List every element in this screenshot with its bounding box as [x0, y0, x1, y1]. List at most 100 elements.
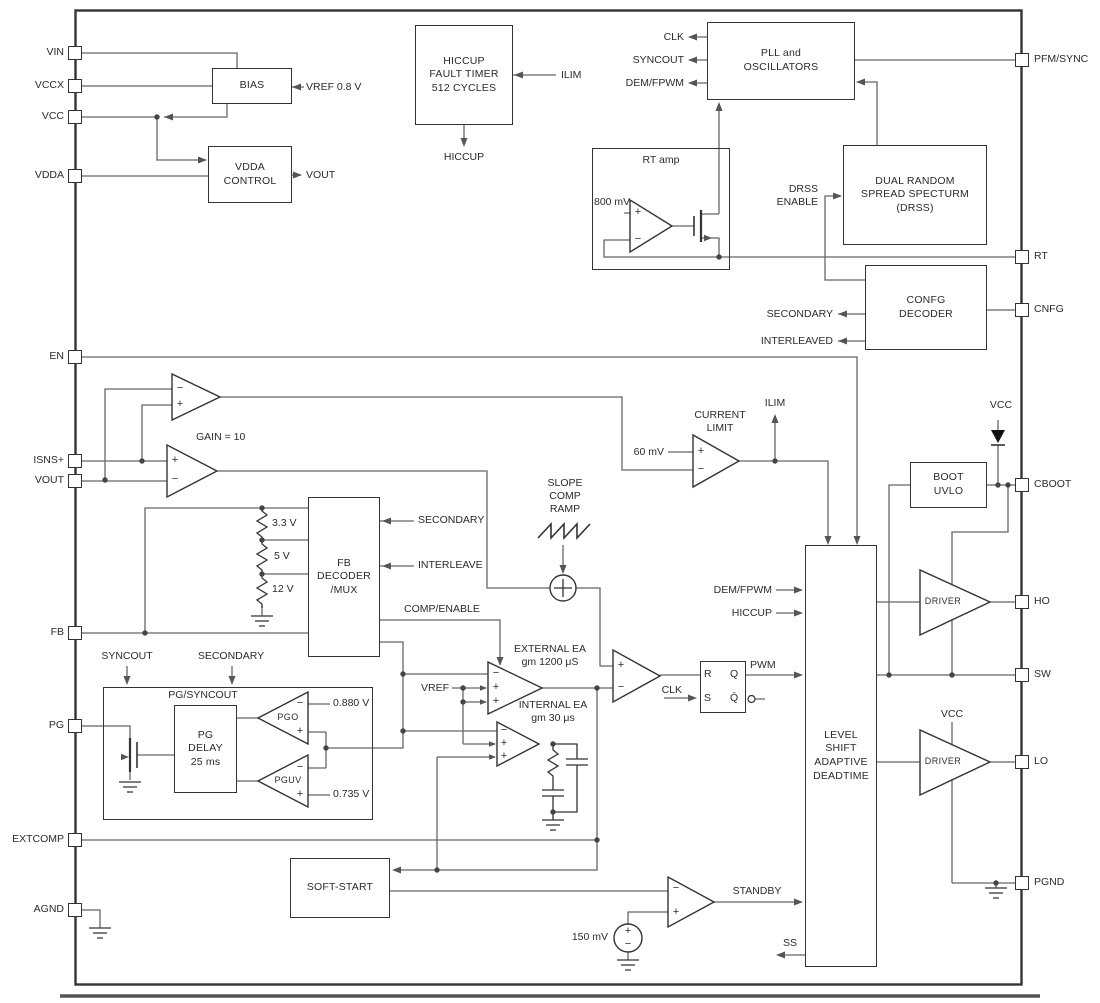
external-ea-amp: [487, 660, 544, 716]
plus-sign: +: [697, 445, 705, 457]
ss-label: SS: [782, 937, 797, 949]
plus-sign: +: [176, 398, 184, 410]
pin-sw: [1015, 668, 1029, 682]
pin-agnd: [68, 903, 82, 917]
drss-enable-label-2: ENABLE: [776, 196, 818, 208]
comp-enable-label: COMP/ENABLE: [404, 603, 480, 615]
mv60-label: 60 mV: [633, 446, 664, 458]
external-ea-label-2: gm 1200 μS: [521, 656, 579, 668]
v12-label: 12 V: [272, 583, 294, 595]
minus-sign: −: [634, 233, 642, 245]
comp-capacitor-parallel: [553, 743, 588, 813]
pin-pgnd: [1015, 876, 1029, 890]
slope-label-2: COMP: [549, 490, 581, 502]
v5-label: 5 V: [274, 550, 290, 562]
pin-label-vin: VIN: [46, 46, 64, 58]
ground-icon: [251, 615, 273, 627]
latch-r: R: [704, 668, 712, 680]
pin-label-vdda: VDDA: [34, 169, 64, 181]
ho-driver-triangle: [919, 568, 992, 637]
pin-label-extcomp: EXTCOMP: [12, 833, 64, 845]
ground-icon: [89, 927, 111, 939]
interleaved-out-label: INTERLEAVED: [760, 335, 833, 347]
resistor-3v3: [255, 508, 269, 540]
ground-icon: [119, 781, 141, 793]
external-ea-label-1: EXTERNAL EA: [514, 643, 586, 655]
vcc-lo-label: VCC: [940, 708, 964, 720]
sawtooth-icon: [537, 521, 591, 541]
passive-symbols: [89, 210, 1007, 971]
pin-vdda: [68, 169, 82, 183]
mv800-label: 800 mV: [594, 196, 631, 208]
bootstrap-diode-icon: [991, 430, 1005, 443]
pgo-label: PGO: [277, 712, 299, 722]
comp-resistor: [546, 744, 560, 782]
lo-driver-label: DRIVER: [924, 756, 962, 766]
clk-out-label: CLK: [663, 31, 684, 43]
hiccup-in-label: HICCUP: [731, 607, 772, 619]
standby-comparator: [667, 875, 716, 929]
pin-label-vcc: VCC: [41, 110, 64, 122]
bias-label: BIAS: [239, 79, 265, 92]
pin-label-fb: FB: [50, 626, 64, 638]
minus-sign: −: [500, 724, 508, 736]
drss-enable-label-1: DRSS: [788, 183, 818, 195]
pin-vccx: [68, 79, 82, 93]
pin-pg: [68, 719, 82, 733]
minus-sign: −: [171, 473, 179, 485]
v0735-label: 0.735 V: [333, 788, 370, 800]
plus-sign: +: [672, 906, 680, 918]
arrowheads: [121, 33, 865, 959]
pgo-comparator: [256, 690, 309, 746]
ho-driver-label: DRIVER: [924, 596, 962, 606]
dem-fpwm-in-label: DEM/FPWM: [713, 584, 772, 596]
resistor-12v: [255, 574, 269, 608]
rt-opamp: [629, 198, 674, 254]
latch-qbar: Q̄: [730, 692, 739, 704]
plus-sign: +: [634, 206, 642, 218]
pin-label-isns: ISNS+: [33, 454, 64, 466]
pin-label-pg: PG: [48, 719, 64, 731]
interleave-in-label: INTERLEAVE: [418, 559, 483, 571]
voltage-source-150mv: [613, 923, 643, 953]
minus-sign: −: [697, 463, 705, 475]
vcc-cboot-label: VCC: [989, 399, 1013, 411]
current-limit-label-1: CURRENT: [694, 409, 746, 421]
minus-sign: −: [176, 382, 184, 394]
current-limit-label-2: LIMIT: [706, 422, 734, 434]
vref-label: VREF: [420, 682, 449, 694]
resistor-5v: [255, 540, 269, 574]
lo-driver-triangle: [919, 728, 992, 797]
plus-sign: +: [624, 925, 632, 937]
hiccup-out-label: HICCUP: [443, 151, 485, 163]
pin-label-sw: SW: [1034, 668, 1051, 680]
v0880-label: 0.880 V: [333, 697, 370, 709]
pin-label-vccx: VCCX: [34, 79, 64, 91]
vout-out-label: VOUT: [306, 169, 336, 181]
pin-cnfg: [1015, 303, 1029, 317]
ilim-in-label: ILIM: [561, 69, 582, 81]
pg-syncout-block: [103, 687, 373, 820]
plus-sign: +: [500, 750, 508, 762]
symbols: [166, 198, 992, 953]
summing-cross-icon: [554, 579, 572, 597]
syncout-in-label: SYNCOUT: [101, 650, 153, 662]
wires: [82, 36, 1016, 960]
dem-fpwm-out-label: DEM/FPWM: [625, 77, 684, 89]
slope-label-1: SLOPE: [547, 477, 583, 489]
secondary-pg-label: SECONDARY: [197, 650, 265, 662]
rt-amp-label: RT amp: [642, 154, 680, 166]
pin-rt: [1015, 250, 1029, 264]
ground-icon: [617, 959, 639, 971]
internal-ea-label-1: INTERNAL EA: [518, 699, 588, 711]
slope-label-3: RAMP: [549, 503, 581, 515]
minus-sign: −: [624, 938, 632, 950]
